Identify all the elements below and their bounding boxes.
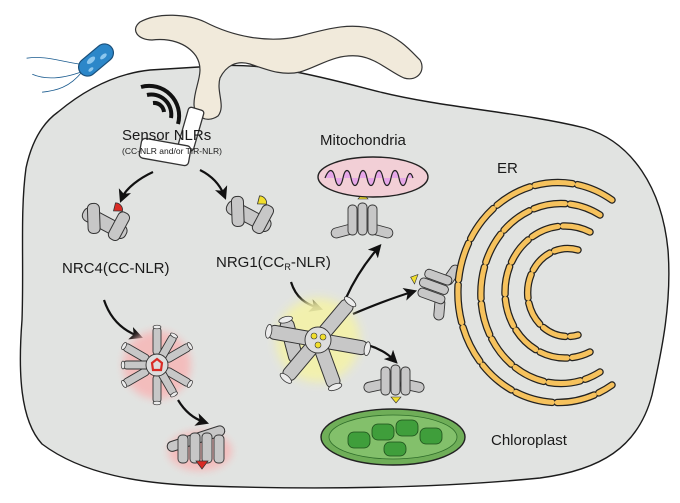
- nrg1-resistosome-icon: [264, 294, 372, 393]
- nrg1-monomer-icon: [225, 195, 275, 235]
- nrg1-label-prefix: NRG1(CC: [216, 254, 285, 271]
- nrg1-chloroplast-pore-icon: [363, 364, 425, 404]
- nrc4-label: NRC4(CC-NLR): [62, 260, 170, 277]
- nrc4-resistosome-icon: [120, 324, 194, 406]
- nrg1-mitochondria-pore-icon: [330, 192, 394, 239]
- nrg1-label-suffix: -NLR): [290, 254, 331, 271]
- nrc4-monomer-icon: [81, 202, 131, 242]
- hypha-icon: [135, 14, 423, 120]
- sensor-nlrs-label: Sensor NLRs: [122, 127, 212, 144]
- nrc4-membrane-pore-icon: [166, 425, 232, 471]
- sensor-nlrs-subtitle: (CC-NLR and/or TIR-NLR): [122, 146, 222, 156]
- nrg1-label: NRG1(CCR-NLR): [216, 254, 331, 272]
- bacterium-icon: [26, 43, 115, 93]
- mitochondria-label: Mitochondria: [320, 132, 406, 149]
- er-fill: [455, 180, 615, 405]
- nrg1-er-pore-icon: [410, 264, 461, 321]
- chloroplast-label: Chloroplast: [491, 432, 567, 449]
- er-label: ER: [497, 160, 518, 177]
- chloroplast-icon: [320, 408, 466, 466]
- signal-waves-icon: [140, 83, 182, 125]
- nrg1-label-subscript: R: [284, 262, 291, 272]
- mitochondrion-icon: [317, 156, 429, 198]
- sensor-nlr-icon: [138, 106, 205, 167]
